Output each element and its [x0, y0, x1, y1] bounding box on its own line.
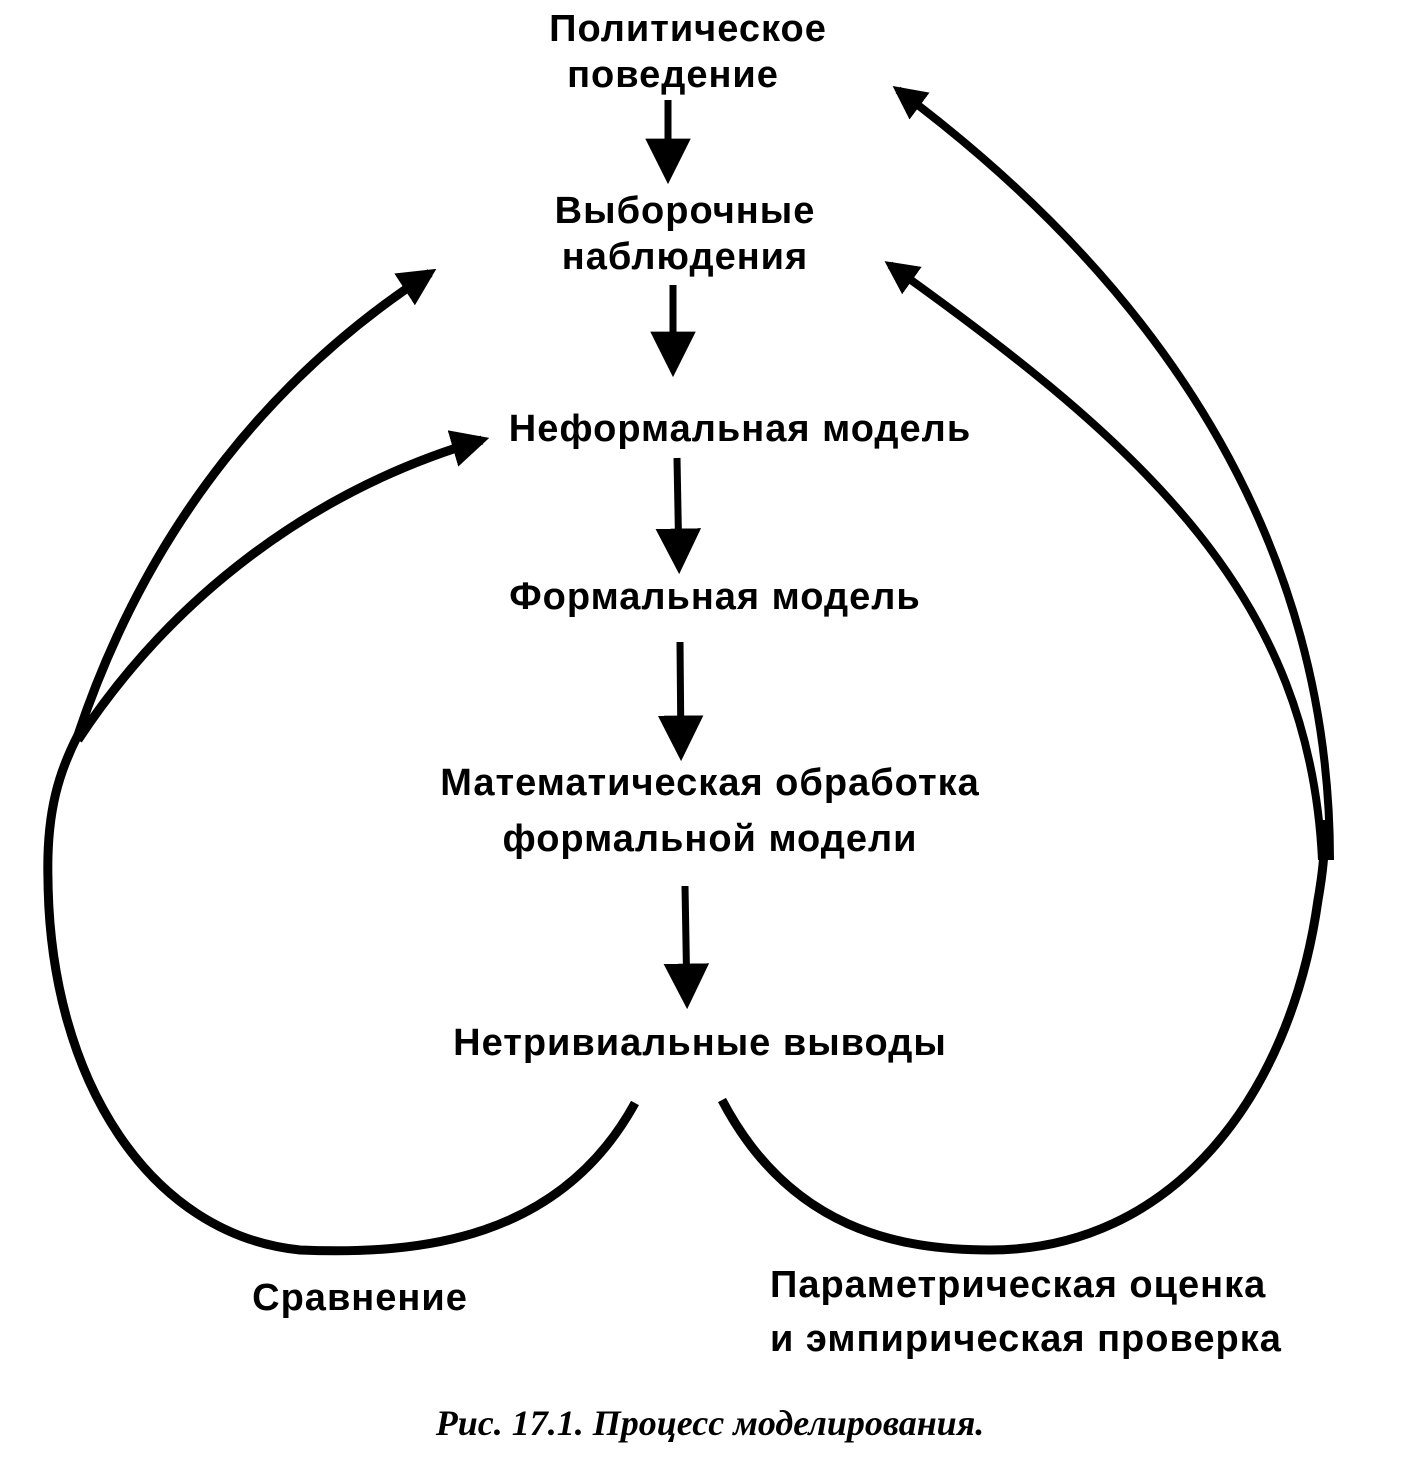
node-line: и эмпирическая проверка [770, 1318, 1282, 1360]
node-political-behavior: Политическое поведение [488, 6, 888, 98]
parametric-arrow-to-observations [884, 261, 1326, 861]
node-nontrivial-conclusions: Нетривиальные выводы [453, 1022, 947, 1064]
figure-caption: Рис. 17.1. Процесс моделирования. [435, 1403, 985, 1443]
parametric-arrow-to-behavior [892, 85, 1334, 861]
arrow-informal-to-formal [655, 457, 702, 575]
label-parametric: Параметрическая оценка и эмпирическая пр… [770, 1262, 1340, 1362]
node-math-processing: Математическая обработка формальной моде… [410, 760, 1010, 862]
node-informal-model: Неформальная модель [508, 408, 972, 450]
arrow-math-to-conclusions [663, 885, 710, 1010]
node-sample-observations: Выборочные наблюдения [485, 188, 885, 280]
comparison-arrow-to-observations [73, 268, 437, 737]
comparison-loop-arc [43, 732, 639, 1256]
node-line: формальной модели [502, 818, 918, 860]
node-line: Параметрическая оценка [770, 1264, 1267, 1306]
arrow-formal-to-math [657, 641, 704, 762]
node-line: Политическое [549, 8, 827, 50]
node-line: Выборочные [554, 190, 816, 232]
node-line: наблюдения [561, 236, 809, 278]
node-line: поведение [567, 54, 779, 96]
parametric-loop-arc [718, 819, 1329, 1255]
comparison-arrow-to-informal-model [74, 430, 490, 743]
node-formal-model: Формальная модель [509, 576, 921, 618]
label-comparison: Сравнение [252, 1277, 468, 1319]
node-line: Математическая обработка [440, 762, 980, 804]
